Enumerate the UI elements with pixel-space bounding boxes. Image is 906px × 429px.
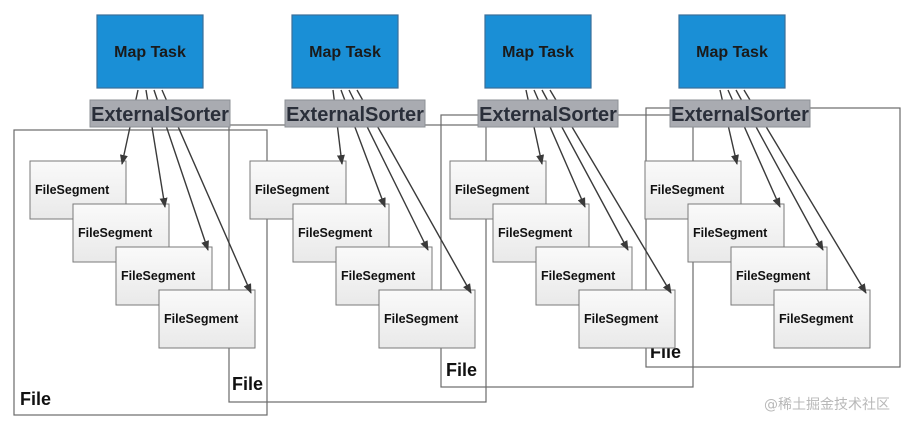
file-segment-label: FileSegment — [693, 226, 768, 240]
file-segment-label: FileSegment — [78, 226, 153, 240]
map-task-box — [678, 14, 786, 89]
file-segment-box — [773, 289, 871, 349]
file-segment-label: FileSegment — [35, 183, 110, 197]
map-task-label: Map Task — [502, 44, 574, 61]
file-segment-box — [378, 289, 476, 349]
file-segment-label: FileSegment — [341, 269, 416, 283]
file-segment-label: FileSegment — [455, 183, 530, 197]
file-label: File — [232, 374, 263, 394]
file-segment-label: FileSegment — [384, 312, 459, 326]
file-label: File — [446, 360, 477, 380]
file-segment-box — [158, 289, 256, 349]
file-segment-box — [578, 289, 676, 349]
external-sorter-box — [89, 99, 231, 128]
map-task-label: Map Task — [114, 44, 186, 61]
external-sorter-label: ExternalSorter — [671, 104, 809, 126]
file-segment-label: FileSegment — [584, 312, 659, 326]
external-sorter-box — [477, 99, 619, 128]
map-task-box — [291, 14, 399, 89]
file-segment-label: FileSegment — [498, 226, 573, 240]
map-task-box — [96, 14, 204, 89]
file-segment-label: FileSegment — [121, 269, 196, 283]
file-segment-label: FileSegment — [298, 226, 373, 240]
map-task-label: Map Task — [696, 44, 768, 61]
file-segment-label: FileSegment — [255, 183, 330, 197]
file-segment-label: FileSegment — [736, 269, 811, 283]
segment-layer: FileSegmentFileSegmentFileSegmentFileSeg… — [29, 160, 871, 349]
external-sorter-label: ExternalSorter — [479, 104, 617, 126]
external-sorter-label: ExternalSorter — [91, 104, 229, 126]
watermark: @稀土掘金技术社区 — [764, 397, 890, 413]
file-segment-label: FileSegment — [779, 312, 854, 326]
file-segment-label: FileSegment — [650, 183, 725, 197]
file-label: File — [20, 389, 51, 409]
map-task-label: Map Task — [309, 44, 381, 61]
file-box — [13, 129, 268, 416]
file-segment-label: FileSegment — [164, 312, 239, 326]
file-segment-label: FileSegment — [541, 269, 616, 283]
external-sorter-box — [669, 99, 811, 128]
external-sorter-box — [284, 99, 426, 128]
map-task-box — [484, 14, 592, 89]
external-sorter-label: ExternalSorter — [286, 104, 424, 126]
